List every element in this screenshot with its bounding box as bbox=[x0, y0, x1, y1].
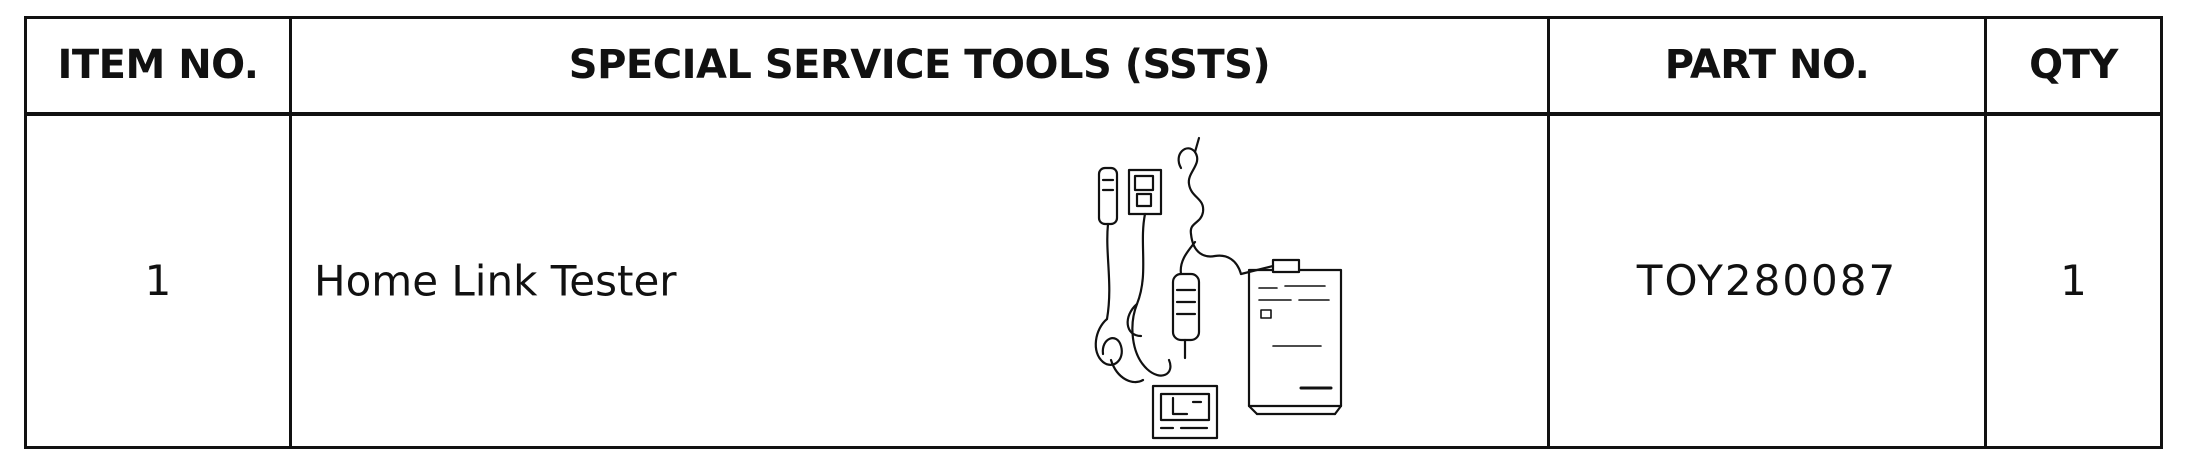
header-qty: QTY bbox=[1984, 16, 2163, 116]
table-row: 1 Home Link Tester bbox=[24, 112, 2163, 449]
header-row: ITEM NO. SPECIAL SERVICE TOOLS (SSTS) PA… bbox=[24, 16, 2163, 116]
header-item-no: ITEM NO. bbox=[24, 16, 292, 116]
table-header: ITEM NO. SPECIAL SERVICE TOOLS (SSTS) PA… bbox=[24, 16, 2163, 116]
header-special-service-tools: SPECIAL SERVICE TOOLS (SSTS) bbox=[289, 16, 1550, 116]
item-no-cell: 1 bbox=[24, 112, 292, 449]
tool-cell: Home Link Tester bbox=[289, 112, 1550, 449]
home-link-tester-illustration bbox=[1094, 136, 1343, 439]
special-service-tools-table: ITEM NO. SPECIAL SERVICE TOOLS (SSTS) PA… bbox=[24, 16, 2163, 449]
header-part-no: PART NO. bbox=[1547, 16, 1987, 116]
qty-cell: 1 bbox=[1984, 112, 2163, 449]
part-no-cell: TOY280087 bbox=[1547, 112, 1987, 449]
tool-name: Home Link Tester bbox=[314, 256, 677, 306]
table-body: 1 Home Link Tester bbox=[24, 112, 2163, 449]
